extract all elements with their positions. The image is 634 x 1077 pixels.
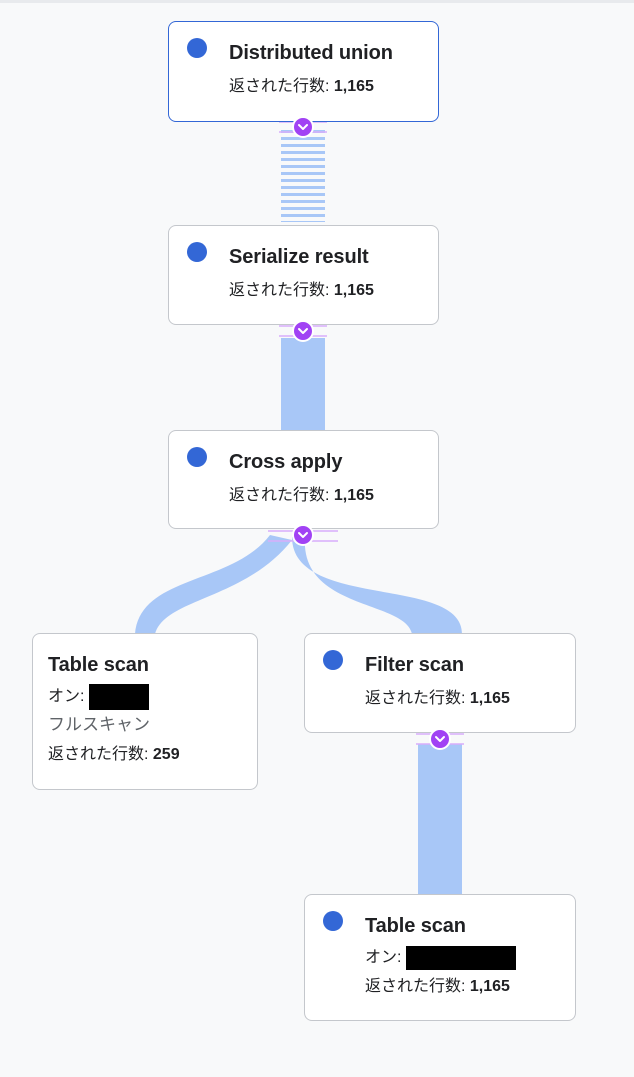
node-filter-scan[interactable]: Filter scan 返された行数: 1,165 <box>304 633 576 733</box>
node-title: Serialize result <box>229 246 369 268</box>
link-filter-to-tablescan <box>418 744 462 895</box>
chevron-down-icon <box>298 532 308 538</box>
expand-filter-scan-button[interactable] <box>429 728 451 750</box>
scan-target: オン: <box>48 682 149 710</box>
node-title: Table scan <box>365 915 466 937</box>
link-cross-to-filter <box>292 537 462 634</box>
scan-type: フルスキャン <box>48 715 150 734</box>
expand-distributed-union-button[interactable] <box>292 116 314 138</box>
node-table-scan-bottom[interactable]: Table scan オン: 返された行数: 1,165 <box>304 894 576 1021</box>
top-border <box>0 0 634 3</box>
link-serialize-to-cross <box>281 338 325 430</box>
blue-dot-icon <box>187 38 207 58</box>
node-title: Distributed union <box>229 42 393 64</box>
rows-returned: 返された行数: 1,165 <box>229 78 374 95</box>
node-table-scan-left[interactable]: Table scan オン: フルスキャン 返された行数: 259 <box>32 633 258 790</box>
expand-cross-apply-button[interactable] <box>292 524 314 546</box>
scan-target: オン: <box>365 943 516 970</box>
link-cross-to-tablescan <box>135 535 292 634</box>
node-title: Table scan <box>48 654 149 676</box>
node-cross-apply[interactable]: Cross apply 返された行数: 1,165 <box>168 430 439 529</box>
blue-dot-icon <box>187 447 207 467</box>
rows-returned: 返された行数: 1,165 <box>365 978 510 995</box>
chevron-down-icon <box>435 736 445 742</box>
blue-dot-icon <box>323 650 343 670</box>
blue-dot-icon <box>187 242 207 262</box>
expand-serialize-result-button[interactable] <box>292 320 314 342</box>
rows-returned: 返された行数: 1,165 <box>229 487 374 504</box>
rows-returned: 返された行数: 1,165 <box>365 690 510 707</box>
chevron-down-icon <box>298 124 308 130</box>
node-serialize-result[interactable]: Serialize result 返された行数: 1,165 <box>168 225 439 325</box>
redacted-table-name <box>405 945 516 970</box>
node-title: Cross apply <box>229 451 343 473</box>
redacted-table-name <box>88 683 149 710</box>
rows-returned: 返された行数: 1,165 <box>229 282 374 299</box>
blue-dot-icon <box>323 911 343 931</box>
chevron-down-icon <box>298 328 308 334</box>
rows-returned: 返された行数: 259 <box>48 746 180 763</box>
node-title: Filter scan <box>365 654 464 676</box>
node-distributed-union[interactable]: Distributed union 返された行数: 1,165 <box>168 21 439 122</box>
